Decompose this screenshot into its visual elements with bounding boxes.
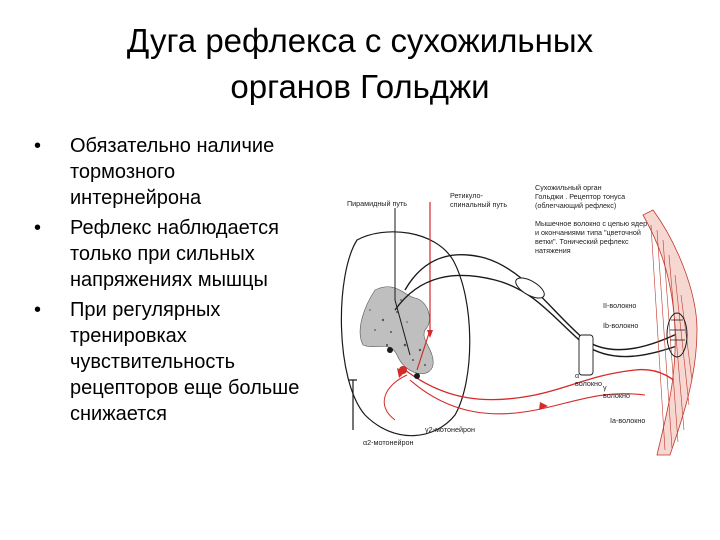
bullet-dot: • xyxy=(34,133,41,159)
interneuron xyxy=(387,347,393,353)
label-golgi-3: (облегчающий рефлекс) xyxy=(535,201,616,210)
bullet-line: При регулярных xyxy=(70,297,348,323)
grey-matter xyxy=(360,287,433,374)
gamma-motor-neuron xyxy=(414,373,420,379)
label-alpha-motor: α2-мотонейрон xyxy=(363,438,414,447)
label-spindle-3: ветки". Тонический рефлекс xyxy=(535,237,629,246)
label-spindle-2: и окончаниями типа "цветочной xyxy=(535,228,641,237)
label-gamma-motor: γ2-мотонейрон xyxy=(425,425,475,434)
label-reticulo-1: Ретикуло- xyxy=(450,191,483,200)
label-golgi-2: Гольджи . Рецептор тонуса xyxy=(535,192,625,201)
bullet-line: напряжениях мышцы xyxy=(70,267,348,293)
label-reticulo-2: спинальный путь xyxy=(450,200,507,209)
bullet-item: • Обязательно наличие тормозного интерне… xyxy=(28,133,348,211)
bullet-dot: • xyxy=(34,215,41,241)
bullet-line: Рефлекс наблюдается xyxy=(70,215,348,241)
bullet-line: только при сильных xyxy=(70,241,348,267)
nerve-bundle xyxy=(579,335,593,375)
label-fiber-II: II-волокно xyxy=(603,301,636,310)
bullet-list: • Обязательно наличие тормозного интерне… xyxy=(28,133,348,431)
label-pyramidal: Пирамидный путь xyxy=(347,199,407,208)
bullet-line: снижается xyxy=(70,401,348,427)
bullet-dot: • xyxy=(34,297,41,323)
afferent-fibers xyxy=(395,255,685,375)
bullet-line: тренировках xyxy=(70,323,348,349)
bullet-line: чувствительность xyxy=(70,349,348,375)
bullet-line: Обязательно наличие xyxy=(70,133,348,159)
label-golgi-1: Сухожильный орган xyxy=(535,183,602,192)
bullet-item: • Рефлекс наблюдается только при сильных… xyxy=(28,215,348,293)
label-spindle-4: натяжения xyxy=(535,246,571,255)
label-alpha-2: волокно xyxy=(575,379,602,388)
label-gamma-2: волокно xyxy=(603,391,630,400)
label-spindle-1: Мышечное волокно с цепью ядер xyxy=(535,219,647,228)
title-line-2: органов Гольджи xyxy=(40,64,680,110)
reflex-arc-diagram: Пирамидный путь Ретикуло- спинальный пут… xyxy=(335,180,705,465)
bullet-item: • При регулярных тренировках чувствитель… xyxy=(28,297,348,427)
label-fiber-Ia: Ia-волокно xyxy=(610,416,645,425)
bullet-line: рецепторов еще больше xyxy=(70,375,348,401)
slide-title: Дуга рефлекса с сухожильных органов Голь… xyxy=(40,18,680,110)
muscle xyxy=(643,210,697,455)
bullet-line: тормозного xyxy=(70,159,348,185)
title-line-1: Дуга рефлекса с сухожильных xyxy=(40,18,680,64)
label-fiber-Ib: Ib-волокно xyxy=(603,321,638,330)
alpha-motor-neuron xyxy=(399,366,407,374)
bullet-line: интернейрона xyxy=(70,185,348,211)
